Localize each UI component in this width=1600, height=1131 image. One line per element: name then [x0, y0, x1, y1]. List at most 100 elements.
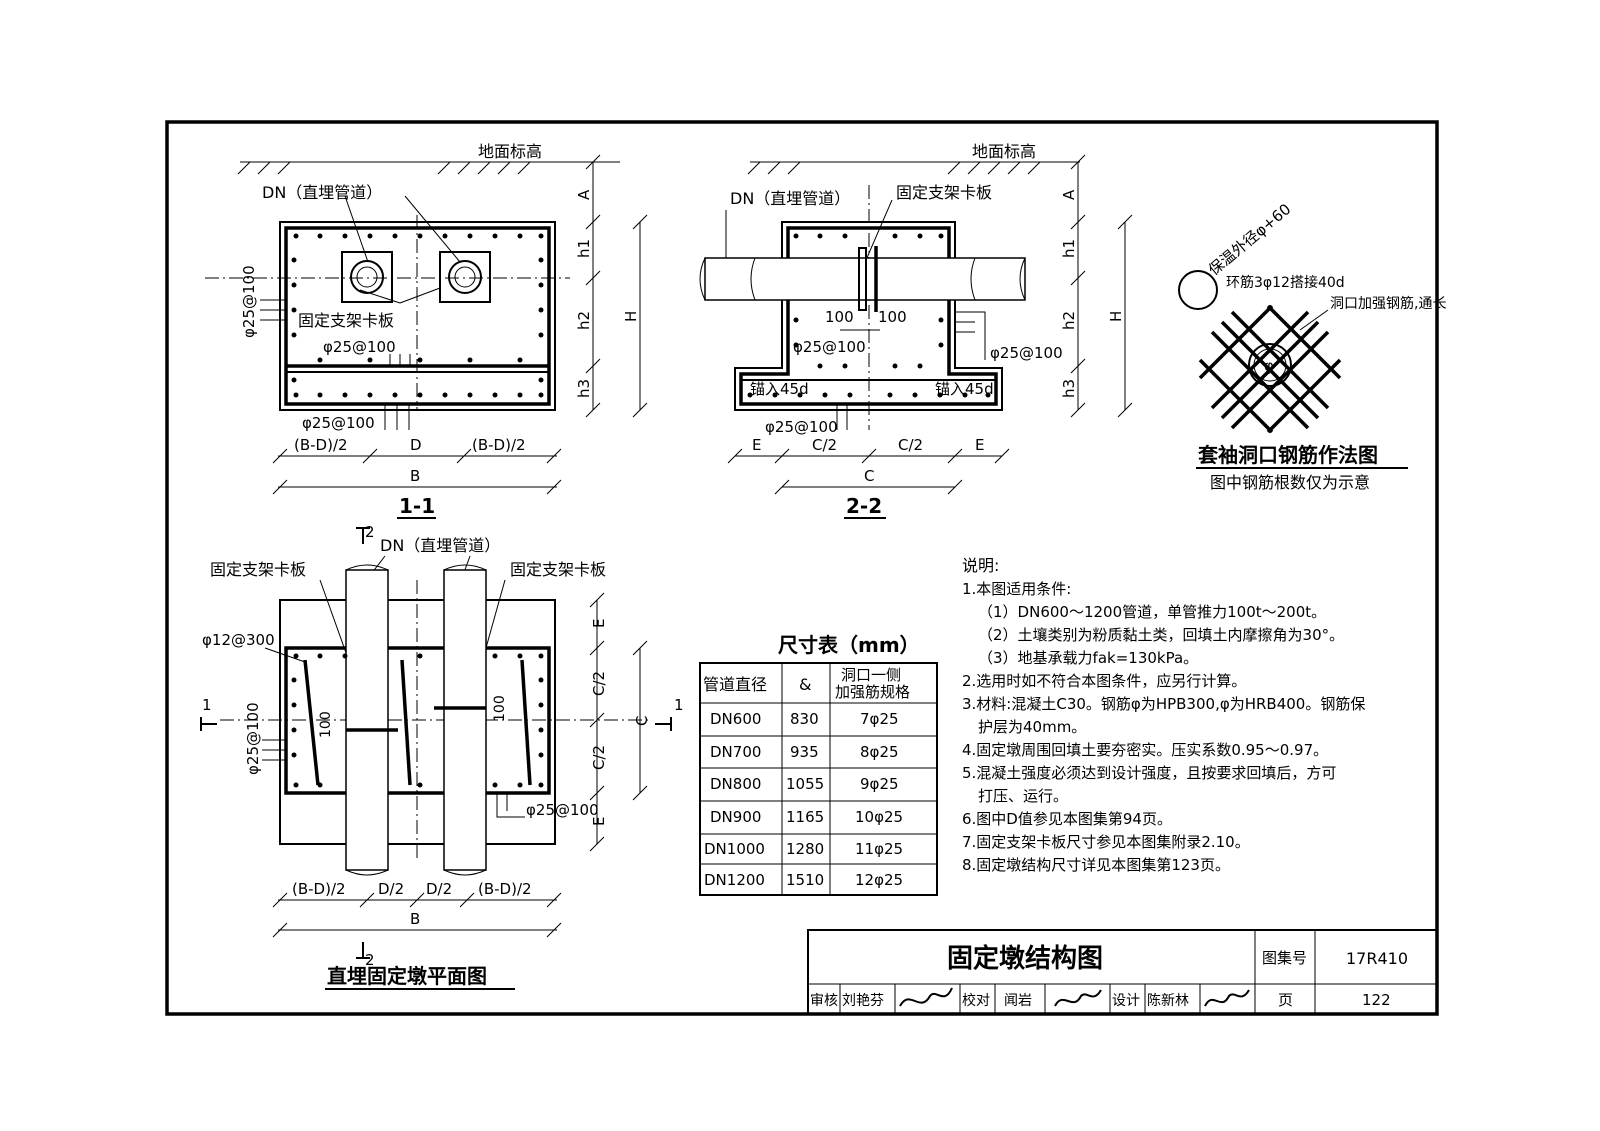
dim-100-right: 100: [878, 308, 907, 326]
dim-bd1: (B-D)/2: [294, 436, 348, 454]
title-block: 固定墩结构图 图集号 17R410 审核 刘艳芬 校对 闻岩 设计 陈新林 页 …: [807, 929, 1438, 1015]
section-2-2: 地面标高 DN（直埋管道） 固定支架卡板 100 100 φ25@100 φ25…: [699, 142, 1133, 519]
rebar-bot-label: φ25@100: [765, 418, 838, 436]
plan-dim-bd1: (B-D)/2: [292, 880, 346, 898]
dim-bd2: (B-D)/2: [472, 436, 526, 454]
plan-dn-label: DN（直埋管道）: [380, 536, 500, 555]
sleeve-outer-label: 保温外径φ+60: [1205, 200, 1294, 279]
cell: DN600: [710, 710, 761, 728]
cut-mark-right: 1: [674, 696, 684, 714]
dim-h3: h3: [1060, 379, 1078, 398]
clamp-plate: [858, 247, 867, 311]
designer-signature: [1204, 989, 1250, 1007]
note-line: 5.混凝土强度必须达到设计强度，且按要求回填后，方可: [962, 764, 1336, 782]
page-label: 页: [1278, 991, 1293, 1009]
pipe-left-box: [341, 251, 393, 303]
plan-view: 2 2 1 1 DN（直埋管道） 固定支架卡板 固定支架卡板 100 100: [200, 523, 684, 990]
cell: 1280: [786, 840, 824, 858]
cell: DN800: [710, 775, 761, 793]
cell: 9φ25: [860, 775, 899, 793]
note-line: （2）土壤类别为粉质黏土类，回填土内摩擦角为30°。: [978, 626, 1344, 644]
dim-b: B: [410, 467, 420, 485]
note-line: 2.选用时如不符合本图条件，应另行计算。: [962, 672, 1246, 690]
cell: 12φ25: [855, 871, 903, 889]
sleeve-opening-label: 洞口加强钢筋,通长: [1330, 295, 1446, 312]
dim-h2: h2: [575, 311, 593, 330]
note-line: 护层为40mm。: [978, 718, 1086, 736]
dim-A: A: [1060, 189, 1078, 200]
cell: 1055: [786, 775, 824, 793]
dim-h2: h2: [1060, 311, 1078, 330]
plan-pipe-right: [443, 569, 487, 871]
rebar-bot-label: φ25@100: [302, 414, 375, 432]
note-line: 4.固定墩周围回填土要夯密实。压实系数0.95～0.97。: [962, 741, 1328, 759]
anchor-right-label: 锚入45d: [935, 380, 994, 398]
cell: 935: [790, 743, 819, 761]
cell: DN1200: [704, 871, 765, 889]
note-line: 6.图中D值参见本图集第94页。: [962, 810, 1172, 828]
note-line: （3）地基承载力fak=130kPa。: [978, 649, 1198, 667]
table-title: 尺寸表（mm）: [778, 633, 920, 657]
dn-label: DN（直埋管道）: [730, 189, 850, 208]
caption-1-1: 1-1: [399, 494, 435, 518]
dim-d: D: [410, 436, 422, 454]
note-line: 8.固定墩结构尺寸详见本图集第123页。: [962, 856, 1230, 874]
notes: 说明: 1.本图适用条件: （1）DN600～1200管道，单管推力100t～2…: [962, 556, 1365, 874]
dn-label: DN（直埋管道）: [262, 183, 382, 202]
design-label: 设计: [1112, 993, 1140, 1009]
cut-mark-left: 1: [202, 696, 212, 714]
plan-dim-e-bot: E: [590, 817, 608, 826]
rebar-right-label: φ25@100: [990, 344, 1063, 362]
cell: DN700: [710, 743, 761, 761]
cell: 7φ25: [860, 710, 899, 728]
atlas-label: 图集号: [1262, 949, 1307, 967]
phi-label: φ: [1264, 357, 1274, 375]
sleeve-ring-label: 环筋3φ12搭接40d: [1226, 274, 1345, 291]
plan-dim-bd2: (B-D)/2: [478, 880, 532, 898]
dim-h1: h1: [1060, 239, 1078, 258]
note-line: 7.固定支架卡板尺寸参见本图集附录2.10。: [962, 833, 1250, 851]
cell: 8φ25: [860, 743, 899, 761]
plan-dim-d2-right: D/2: [426, 880, 452, 898]
th-opening: 洞口一侧: [841, 666, 901, 684]
caption-2-2: 2-2: [846, 494, 882, 518]
note-line: （1）DN600～1200管道，单管推力100t～200t。: [978, 603, 1326, 621]
dimension-table: 尺寸表（mm） 管道直径 & 洞口一侧 加强筋规格 DN600 830 7φ25…: [699, 633, 938, 896]
table-row: DN600 830 7φ25: [710, 710, 899, 728]
plan-dim-c: C: [633, 716, 651, 726]
sleeve-note: 图中钢筋根数仅为示意: [1210, 473, 1370, 492]
table-row: DN700 935 8φ25: [710, 743, 899, 761]
check-label: 校对: [962, 992, 990, 1009]
cell: 830: [790, 710, 819, 728]
note-line: 打压、运行。: [978, 787, 1068, 805]
dim-h1: h1: [575, 239, 593, 258]
dim-c2-right: C/2: [898, 436, 923, 454]
th-spec: 加强筋规格: [835, 683, 910, 701]
table-row: DN1200 1510 12φ25: [704, 871, 903, 889]
plan-100-left: 100: [318, 711, 334, 738]
page-number: 122: [1362, 991, 1391, 1009]
plan-title: 直埋固定墩平面图: [327, 964, 487, 988]
plan-dim-c2-top: C/2: [590, 671, 608, 696]
notes-head: 说明:: [962, 556, 999, 575]
rebar-side-label: φ25@100: [240, 265, 258, 338]
plan-clamp-right: 固定支架卡板: [510, 560, 606, 579]
atlas-number: 17R410: [1346, 949, 1408, 968]
clamp-label: 固定支架卡板: [298, 311, 394, 330]
cell: 10φ25: [855, 808, 903, 826]
plan-dim-b: B: [410, 910, 420, 928]
dim-c2-left: C/2: [812, 436, 837, 454]
ground-label: 地面标高: [972, 142, 1036, 161]
drawing-title: 固定墩结构图: [947, 943, 1103, 974]
checker-signature: [1054, 989, 1102, 1007]
table-row: DN900 1165 10φ25: [710, 808, 903, 826]
th-size: &: [799, 675, 811, 694]
dim-e-left: E: [752, 436, 761, 454]
reviewer-signature: [899, 987, 953, 1007]
clamp-label: 固定支架卡板: [896, 183, 992, 202]
plan-dim-e-top: E: [590, 619, 608, 628]
sleeve-title: 套袖洞口钢筋作法图: [1198, 443, 1378, 467]
cell: DN1000: [704, 840, 765, 858]
cell: 1165: [786, 808, 824, 826]
